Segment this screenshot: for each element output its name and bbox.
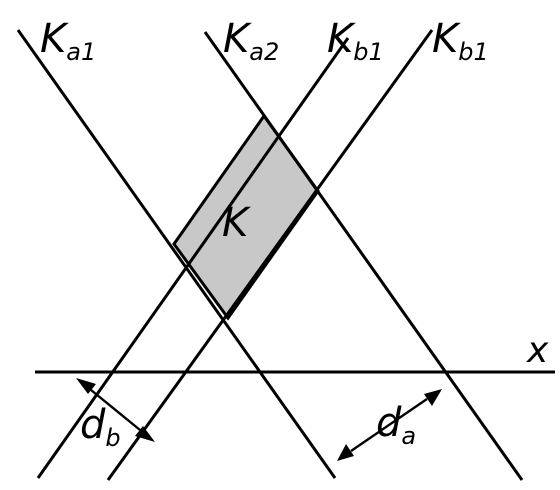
da-dimension-arrow bbox=[337, 389, 442, 461]
label-da: da bbox=[376, 400, 416, 450]
label-kb1-right: Kb1 bbox=[432, 16, 489, 66]
label-db: db bbox=[80, 402, 121, 452]
line-ka1 bbox=[16, 29, 337, 479]
line-ka2 bbox=[203, 31, 524, 481]
label-ka1: Ka1 bbox=[40, 16, 96, 66]
label-kb1-left: Kb1 bbox=[327, 16, 384, 66]
label-ka2: Ka2 bbox=[223, 16, 279, 66]
label-x-axis: x bbox=[526, 330, 549, 371]
db-dimension-arrow bbox=[76, 378, 155, 442]
line-kb1-right bbox=[106, 29, 434, 481]
label-region-k: K bbox=[222, 200, 251, 246]
line-kb1-left bbox=[36, 37, 350, 479]
